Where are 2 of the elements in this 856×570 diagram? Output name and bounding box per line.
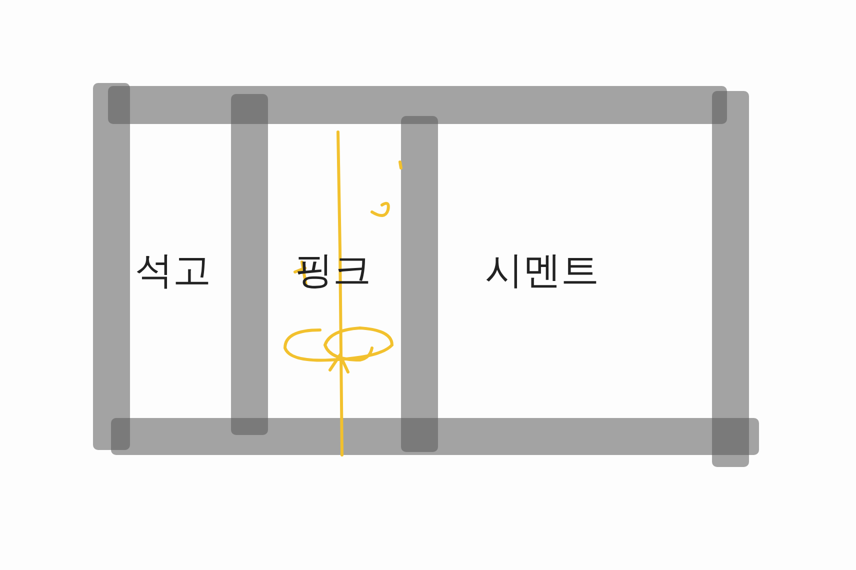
material-label: 석고 (134, 247, 212, 294)
material-label: 시멘트 (484, 247, 600, 294)
